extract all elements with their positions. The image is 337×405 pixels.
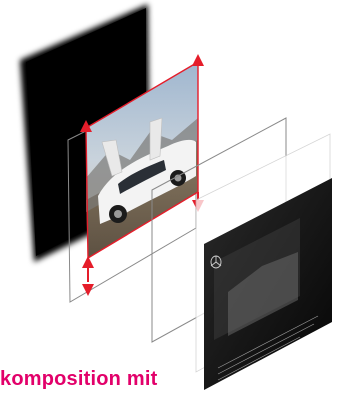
caption-text: komposition mit (0, 368, 157, 391)
